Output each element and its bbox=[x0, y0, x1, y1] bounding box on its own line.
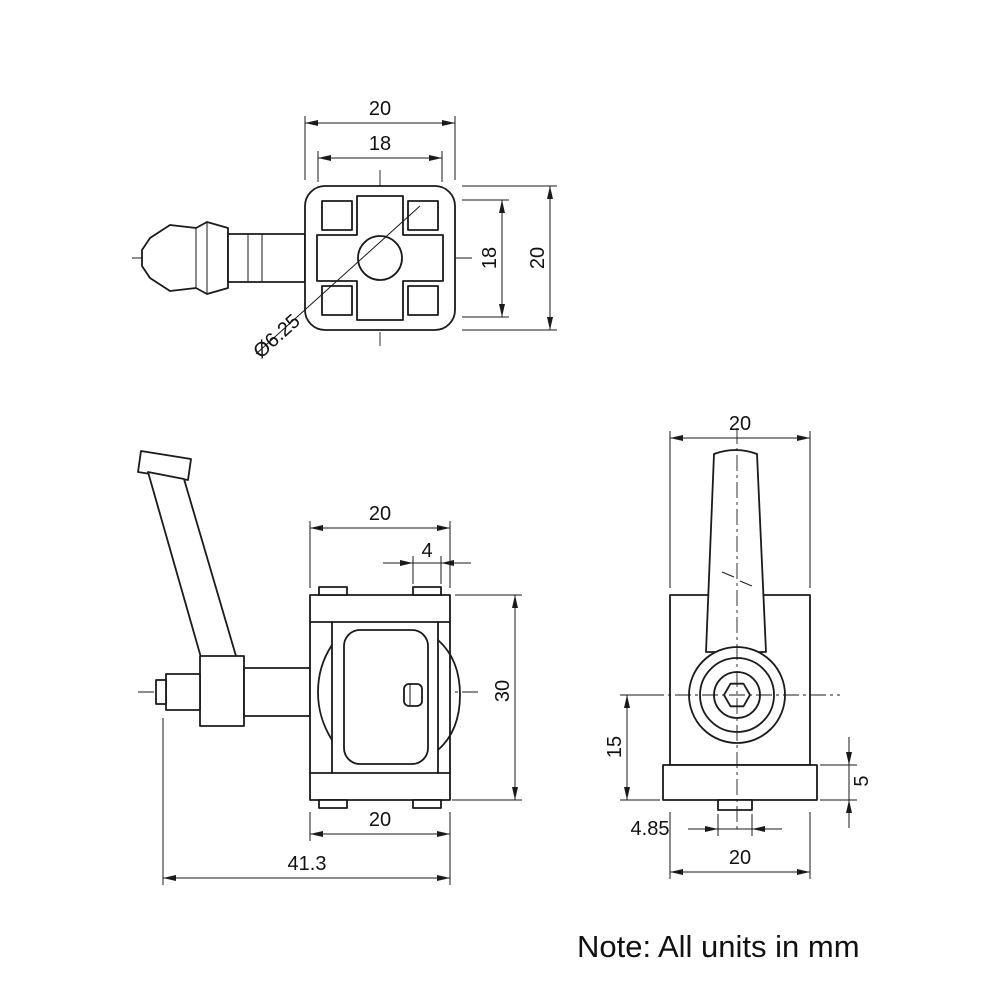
front-view: 20 4 30 20 41.3 bbox=[137, 450, 522, 885]
bottom-tab bbox=[717, 799, 753, 811]
dim-side-top-width: 20 bbox=[729, 413, 751, 435]
lever-grip bbox=[141, 221, 229, 295]
body-outline bbox=[309, 594, 451, 801]
dim-side-center-to-base: 15 bbox=[604, 736, 626, 758]
cross-slot bbox=[316, 195, 444, 321]
dim-side-tab-width: 4.85 bbox=[631, 818, 670, 840]
units-note: Note: All units in mm bbox=[577, 929, 860, 964]
lever-collar bbox=[199, 655, 245, 727]
top-tab bbox=[318, 586, 348, 596]
clamp-shaft bbox=[243, 667, 311, 717]
dim-front-overall-length: 41.3 bbox=[288, 853, 327, 875]
dim-top-outer-height: 20 bbox=[527, 247, 549, 269]
dim-bore-diameter: Ø6.25 bbox=[249, 310, 304, 363]
extension-lines bbox=[304, 116, 557, 331]
side-slot bbox=[403, 683, 423, 707]
right-bulge bbox=[437, 639, 461, 751]
extension-lines bbox=[620, 431, 857, 879]
bore-circle bbox=[357, 235, 403, 281]
bottom-tab bbox=[318, 799, 348, 809]
dim-front-bottom-width: 20 bbox=[369, 809, 391, 831]
corner-block bbox=[321, 285, 353, 316]
dim-side-bottom-width: 20 bbox=[729, 847, 751, 869]
base-flange bbox=[662, 764, 818, 801]
bottom-tab bbox=[412, 799, 442, 809]
dim-front-body-height: 30 bbox=[492, 680, 514, 702]
dim-top-inner-height: 18 bbox=[479, 247, 501, 269]
center-lines bbox=[648, 428, 840, 832]
dim-front-top-width: 20 bbox=[369, 503, 391, 525]
body-inner-lines bbox=[331, 621, 439, 774]
lever-handle bbox=[705, 449, 767, 653]
lever-arm bbox=[147, 471, 237, 669]
bore-leader-line bbox=[255, 205, 421, 355]
corner-block bbox=[407, 285, 439, 316]
top-view: 20 18 18 20 Ø6.25 bbox=[132, 98, 557, 363]
dim-side-flange-height: 5 bbox=[851, 775, 873, 786]
dim-top-outer-width: 20 bbox=[369, 98, 391, 120]
dim-front-slot-width: 4 bbox=[421, 540, 432, 562]
body-plate-lines bbox=[309, 621, 451, 774]
top-tab bbox=[412, 586, 442, 596]
handle-surface-marks bbox=[721, 571, 753, 587]
side-view: 20 15 5 4.85 20 bbox=[604, 413, 873, 879]
corner-block bbox=[321, 200, 353, 231]
lever-shaft bbox=[227, 233, 306, 283]
dim-top-inner-width: 18 bbox=[369, 133, 391, 155]
left-bulge bbox=[317, 644, 333, 741]
lever-shaft-lines bbox=[247, 234, 263, 282]
extension-lines bbox=[162, 521, 522, 885]
corner-block bbox=[407, 200, 439, 231]
rotor-housing bbox=[343, 629, 429, 765]
shaft-end-cap bbox=[155, 679, 167, 705]
thin-shaft bbox=[165, 673, 201, 711]
lever-grip-lines bbox=[195, 222, 208, 294]
